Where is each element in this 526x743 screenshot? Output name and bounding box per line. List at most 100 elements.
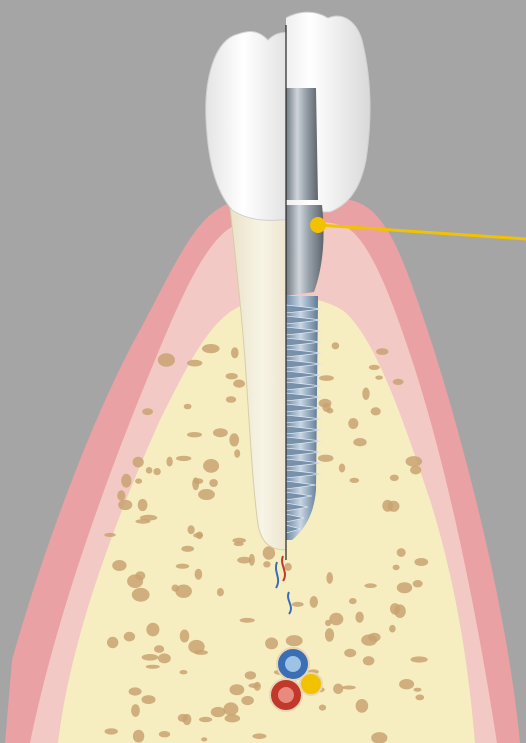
bone-pore — [104, 533, 116, 537]
bone-pore — [355, 612, 363, 623]
bone-pore — [319, 375, 334, 381]
bone-pore — [203, 459, 219, 473]
bone-pore — [342, 686, 356, 690]
bone-pore — [225, 714, 241, 722]
bone-pore — [112, 560, 126, 571]
bone-pore — [211, 707, 226, 717]
bone-pore — [127, 574, 143, 588]
bone-pore — [159, 731, 170, 737]
bone-pore — [166, 457, 172, 467]
bone-pore — [194, 478, 204, 484]
bone-pore — [180, 630, 190, 643]
bone-pore — [223, 702, 238, 715]
bone-pore — [153, 468, 160, 475]
bone-pore — [199, 717, 212, 722]
bone-pore — [142, 654, 159, 661]
bone-pore — [241, 696, 254, 705]
bone-pore — [131, 704, 140, 717]
bone-pore — [138, 499, 148, 511]
bone-pore — [198, 489, 215, 500]
bone-pore — [234, 449, 240, 458]
callout-pointer-dot — [310, 217, 326, 233]
bone-pore — [201, 737, 207, 741]
bone-pore — [142, 408, 153, 415]
bone-pore — [124, 632, 135, 642]
bone-pore — [232, 538, 246, 543]
bone-pore — [349, 598, 357, 604]
bone-pore — [413, 580, 423, 587]
bone-pore — [142, 695, 156, 704]
bone-pore — [284, 563, 291, 571]
bone-pore — [390, 475, 399, 481]
bone-pore — [195, 569, 203, 580]
bone-pore — [136, 519, 151, 524]
bone-pore — [329, 613, 343, 626]
bone-pore — [399, 679, 414, 689]
bone-pore — [363, 656, 375, 665]
bone-pore — [393, 379, 404, 385]
bone-pore — [181, 546, 194, 552]
bone-pore — [249, 554, 255, 566]
bone-pore — [254, 682, 261, 691]
bone-pore — [356, 699, 369, 713]
bone-pore — [129, 687, 142, 695]
bone-pore — [310, 596, 318, 608]
bone-pore — [263, 561, 270, 567]
bone-pore — [325, 620, 331, 626]
bone-pore — [397, 582, 412, 593]
bone-pore — [364, 583, 376, 588]
bone-pore — [333, 684, 343, 695]
bone-pore — [318, 455, 334, 462]
bone-pore — [339, 464, 345, 473]
bone-pore — [393, 565, 400, 571]
bone-pore — [369, 365, 380, 370]
bone-pore — [158, 653, 171, 663]
bone-pore — [180, 670, 188, 674]
bone-pore — [390, 603, 400, 614]
bone-pore — [389, 625, 396, 633]
bone-pore — [187, 360, 202, 367]
bone-pore — [348, 418, 358, 429]
bone-pore — [325, 628, 334, 642]
bone-pore — [265, 638, 278, 650]
bone-pore — [188, 525, 195, 534]
bone-pore — [240, 618, 255, 623]
bone-pore — [187, 432, 202, 437]
bone-pore — [132, 588, 150, 602]
bone-pore — [121, 474, 131, 488]
bone-pore — [411, 656, 428, 662]
bone-pore — [226, 373, 238, 379]
bone-pore — [176, 564, 189, 569]
bone-pore — [118, 500, 132, 510]
bone-pore — [217, 588, 224, 596]
bone-pore — [415, 695, 424, 701]
bone-pore — [229, 433, 239, 446]
bone-pore — [133, 730, 144, 743]
bone-pore — [286, 635, 303, 646]
bone-pore — [362, 388, 369, 400]
bone-pore — [176, 456, 191, 461]
bone-pore — [344, 649, 356, 657]
bone-pore — [146, 665, 160, 669]
bone-pore — [193, 533, 203, 538]
bone-pore — [146, 623, 159, 637]
bone-pore — [326, 572, 333, 584]
bone-pore — [172, 585, 179, 592]
bone-pore — [406, 456, 423, 467]
bone-pore — [213, 428, 228, 437]
bone-pore — [382, 500, 393, 512]
bone-pore — [233, 380, 245, 388]
bone-pore — [231, 347, 239, 358]
bone-pore — [327, 408, 334, 414]
bone-pore — [154, 645, 164, 653]
bone-pore — [350, 478, 360, 483]
bone-pore — [209, 479, 218, 487]
bone-pore — [146, 467, 153, 474]
bone-pore — [135, 478, 142, 483]
bone-pore — [414, 688, 422, 692]
bone-pore — [371, 407, 381, 415]
bone-pore — [226, 396, 236, 403]
bone-pore — [319, 705, 326, 711]
bone-pore — [184, 404, 192, 410]
bone-pore — [230, 684, 245, 695]
